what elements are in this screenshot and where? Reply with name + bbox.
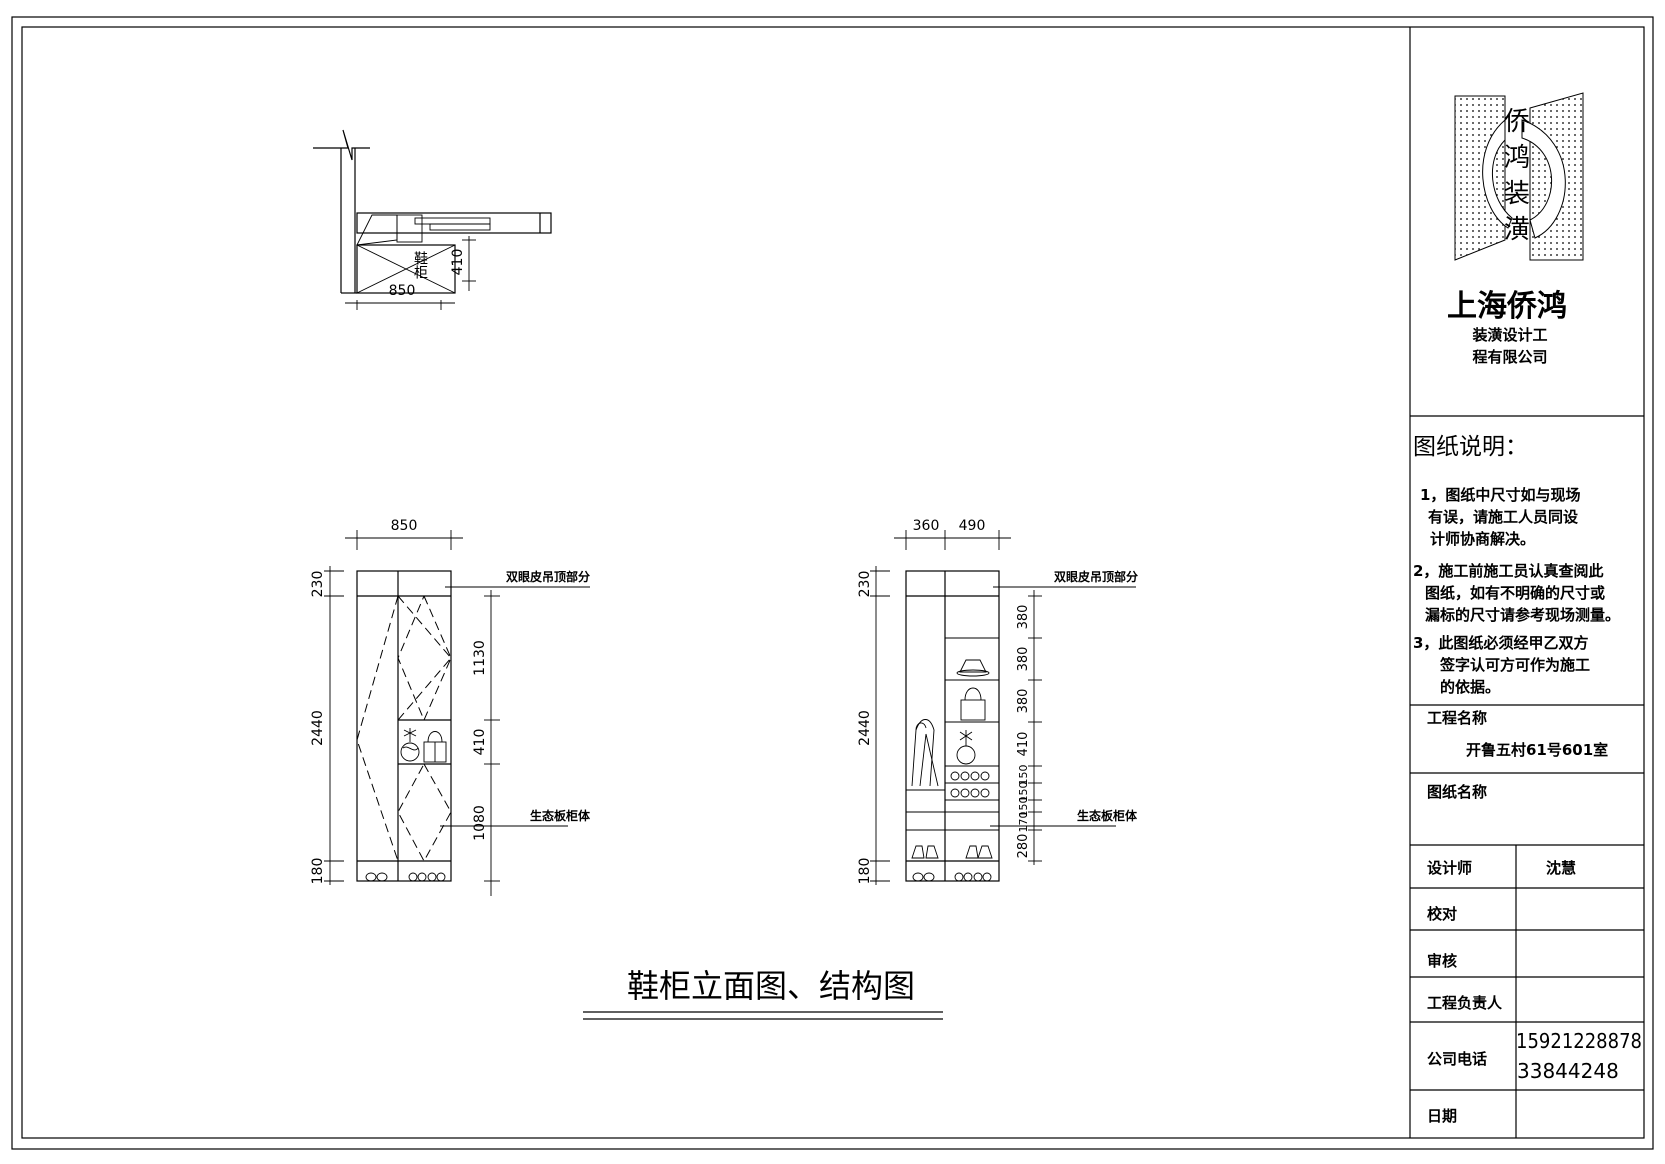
right-dim-right-7: 150	[1017, 797, 1030, 818]
right-dim-right-8: 170	[1017, 812, 1030, 833]
note-2-line-1: 2，施工前施工员认真查阅此	[1413, 562, 1603, 580]
check-label: 校对	[1427, 905, 1457, 923]
company-sub-2: 程有限公司	[1472, 348, 1547, 366]
left-dim-top: 230	[310, 571, 326, 598]
designer-value: 沈慧	[1546, 859, 1576, 877]
handbag-icon	[423, 731, 447, 763]
right-dim-left-2: 2440	[857, 710, 873, 746]
title-block: 侨 鸿 装 潢 上海侨鸿 装潢设计工 程有限公司 图纸说明： 1，图纸中尺寸如与…	[1409, 27, 1644, 1138]
handbag-icon	[960, 687, 986, 721]
note-1-line-3: 计师协商解决。	[1430, 530, 1535, 548]
company-sub-1: 装潢设计工	[1471, 326, 1547, 344]
right-dim-right-1: 380	[1016, 605, 1031, 630]
right-dim-top-2: 490	[959, 518, 986, 534]
drawing-name-label: 图纸名称	[1427, 783, 1487, 801]
right-dim-right-4: 410	[1016, 732, 1031, 757]
logo-char-1: 侨	[1504, 107, 1530, 137]
right-dim-right-5: 150	[1017, 765, 1030, 786]
shoes-icon	[365, 872, 446, 882]
project-label: 工程名称	[1427, 709, 1487, 727]
left-dim-right-3: 1080	[472, 805, 488, 841]
left-dim-width: 850	[391, 518, 418, 534]
left-dim-body: 2440	[310, 710, 326, 746]
right-dim-top-1: 360	[913, 518, 940, 534]
globe-icon	[400, 728, 420, 762]
note-1-line-1: 1，图纸中尺寸如与现场	[1420, 486, 1580, 504]
note-3-line-3: 的依据。	[1440, 678, 1500, 696]
main-title: 鞋柜立面图、结构图	[627, 967, 915, 1005]
left-dim-base: 180	[310, 858, 326, 885]
phone-value-1: 15921228878	[1516, 1029, 1642, 1053]
logo-char-2: 鸿	[1504, 143, 1530, 173]
inner-border	[21, 26, 1645, 1139]
notes-list: 1，图纸中尺寸如与现场 有误，请施工人员同设 计师协商解决。 2，施工前施工员认…	[1413, 486, 1620, 696]
review-label: 审核	[1427, 952, 1457, 970]
plan-label: 鞋柜	[412, 251, 428, 279]
logo-char-4: 潢	[1504, 215, 1530, 245]
note-1-line-2: 有误，请施工人员同设	[1428, 508, 1578, 526]
company-name: 上海侨鸿	[1447, 289, 1567, 324]
logo-char-3: 装	[1504, 179, 1530, 209]
note-2-line-3: 漏标的尺寸请参考现场测量。	[1425, 606, 1620, 624]
shoes-icon	[911, 771, 993, 882]
left-note-top: 双眼皮吊顶部分	[506, 569, 590, 584]
right-dim-right-2: 380	[1016, 647, 1031, 672]
right-dim-right-9: 280	[1016, 834, 1031, 859]
right-dim-left-1: 230	[857, 571, 873, 598]
globe-icon	[956, 730, 976, 765]
plan-dim-width: 850	[389, 283, 416, 299]
note-3-line-2: 签字认可方可作为施工	[1439, 656, 1590, 674]
hat-icon	[956, 659, 990, 677]
right-dim-right-6: 150	[1017, 782, 1030, 803]
note-3-line-1: 3，此图纸必须经甲乙双方	[1413, 634, 1588, 652]
date-label: 日期	[1427, 1107, 1457, 1125]
right-note-top: 双眼皮吊顶部分	[1054, 569, 1138, 584]
outer-border	[11, 16, 1654, 1150]
plan-view: 鞋柜 850 410	[313, 129, 552, 310]
elevation-right: 360 490 230 2440 180 380 380 380 410 150	[857, 518, 1138, 885]
left-note-body: 生态板柜体	[530, 808, 591, 823]
left-dim-right-1: 1130	[472, 640, 488, 676]
company-logo: 侨 鸿 装 潢	[1454, 92, 1584, 261]
phone-label: 公司电话	[1427, 1050, 1487, 1068]
note-2-line-2: 图纸，如有不明确的尺寸或	[1425, 584, 1605, 602]
right-note-body: 生态板柜体	[1077, 808, 1138, 823]
phone-value-2: 33844248	[1517, 1059, 1619, 1083]
plan-dim-depth: 410	[450, 249, 466, 276]
umbrella-icon	[911, 719, 939, 787]
left-dim-right-2: 410	[472, 729, 488, 756]
designer-label: 设计师	[1427, 859, 1472, 877]
right-dim-right-3: 380	[1016, 689, 1031, 714]
right-dim-left-3: 180	[857, 858, 873, 885]
elevation-left: 850 230 2440 180 1130 410 1080 双眼皮吊顶部分 生…	[310, 518, 591, 896]
project-value: 开鲁五村61号601室	[1466, 741, 1608, 759]
manager-label: 工程负责人	[1427, 994, 1503, 1012]
notes-title: 图纸说明：	[1413, 434, 1528, 460]
